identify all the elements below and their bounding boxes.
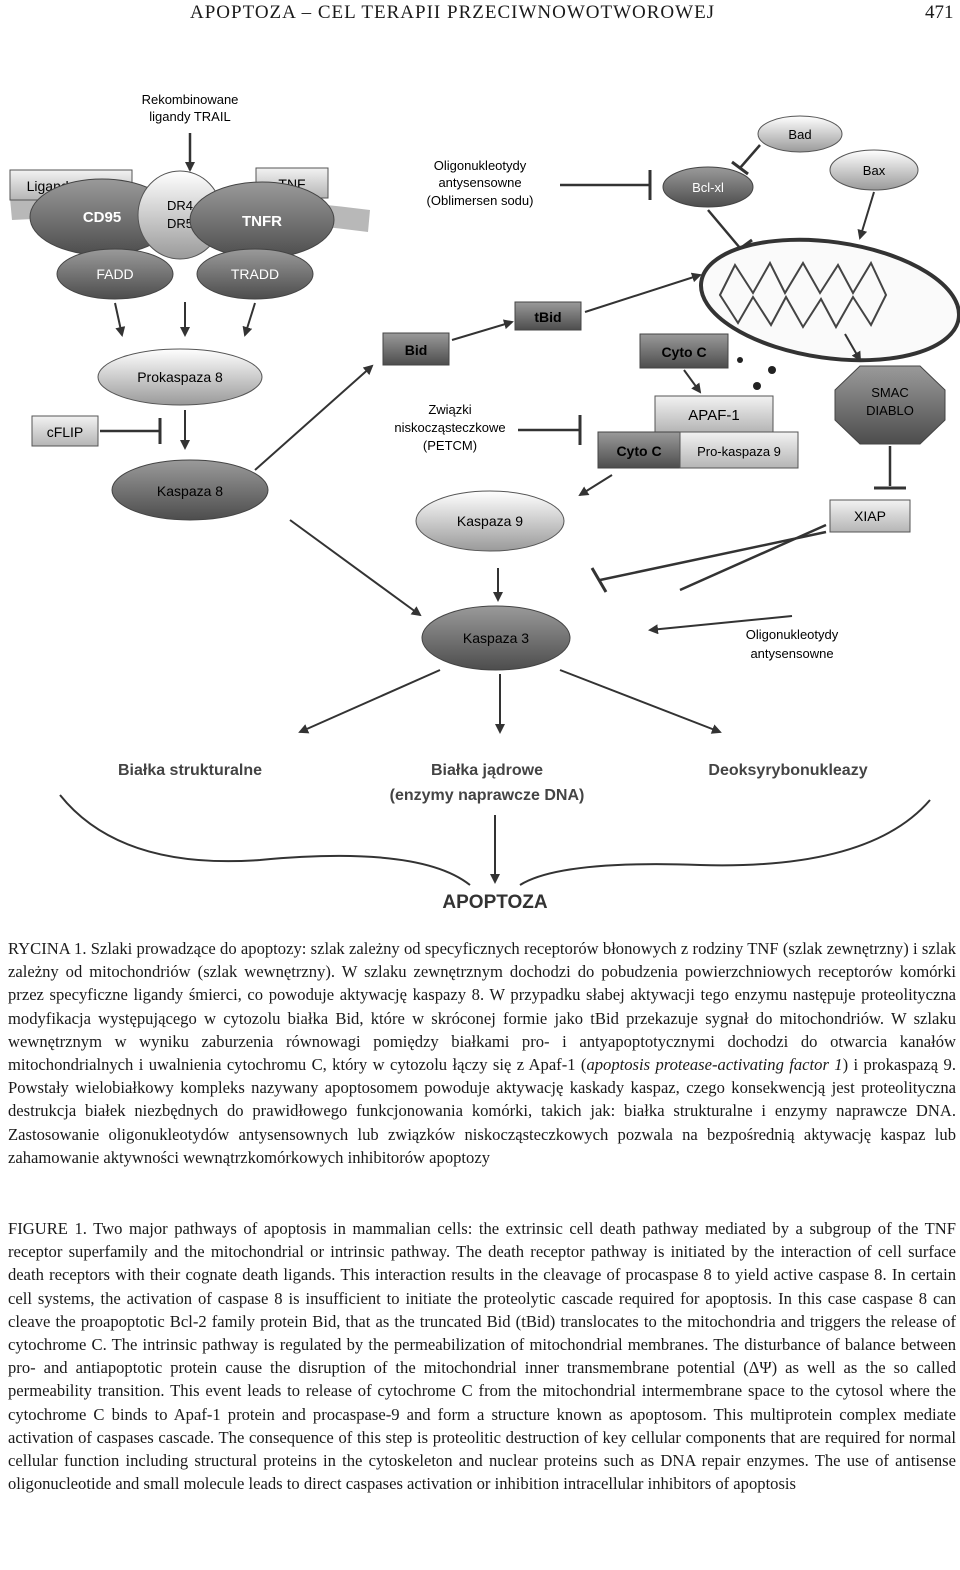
kaspaza9-node — [415, 490, 565, 552]
apoptosis-curve-left — [59, 794, 471, 886]
oligo2-line2: antysensowne — [750, 646, 833, 661]
oligo2-arrow — [648, 615, 793, 635]
smac-diablo-node — [834, 365, 946, 445]
smac-arrow — [844, 333, 861, 362]
oligo1-line2: antysensowne — [438, 175, 521, 190]
petcm-line1: Związki — [428, 402, 471, 417]
xiap-inhibit-line-casp9 — [679, 523, 827, 592]
tradd-label: TRADD — [231, 266, 279, 282]
caption-english: FIGURE 1. Two major pathways of apoptosi… — [8, 1217, 956, 1495]
cytoc-release-dot — [768, 366, 776, 374]
running-title: APOPTOZA – CEL TERAPII PRZECIWNOWOTWOROW… — [190, 2, 716, 23]
apaf1-label: APAF-1 — [688, 407, 739, 424]
kaspaza8-label: Kaspaza 8 — [157, 483, 223, 499]
tnfr-label: TNFR — [242, 213, 282, 230]
kaspaza3-label: Kaspaza 3 — [463, 630, 529, 646]
cytoc-release-dot — [753, 382, 761, 390]
kaspaza8-node — [111, 459, 269, 521]
oligo1-line3: (Oblimersen sodu) — [427, 193, 534, 208]
bid-label: Bid — [405, 342, 428, 358]
cytoc-box-top — [639, 333, 729, 369]
caption-pl-italic: apoptosis protease-activating factor 1 — [586, 1055, 843, 1075]
cd95-label: CD95 — [83, 209, 121, 226]
bad-label: Bad — [788, 127, 811, 142]
oligo2-line1: Oligonukleotydy — [746, 627, 839, 642]
kaspaza9-label: Kaspaza 9 — [457, 513, 523, 529]
xiap-inhibit-line-casp3 — [599, 530, 827, 582]
mitochondrial-cristae — [718, 260, 888, 330]
mitochondrion — [699, 237, 960, 363]
bclxl-node — [662, 166, 754, 208]
caption-pl-text-a: Szlaki prowadzące do apoptozy: szlak zal… — [8, 939, 957, 1075]
page-number: 471 — [925, 2, 954, 23]
nuclear-proteins-label: Białka jądrowe — [431, 762, 543, 779]
caption-pl-text-b: ) i prokaspazą 9. Powstały wielobiałkowy… — [8, 1055, 956, 1167]
apoptosis-pathway-figure: Rekombinowane ligandy TRAIL Ligandy CD95… — [0, 70, 960, 930]
dr4-label: DR4 — [167, 198, 193, 213]
prokaspaza9-box — [679, 431, 799, 469]
cytoc-release-dot — [737, 357, 743, 363]
tradd-adaptor — [196, 248, 314, 300]
tbid-box — [514, 301, 582, 331]
kaspaza3-node — [421, 605, 571, 671]
fadd-arrow — [114, 302, 126, 337]
bax-label: Bax — [863, 163, 886, 178]
cytoc-arrow — [683, 369, 702, 394]
casp8-to-bid-arrow — [254, 364, 374, 471]
oligo1-line1: Oligonukleotydy — [434, 158, 527, 173]
cflip-label: cFLIP — [47, 424, 84, 440]
apoptosome-to-casp9-arrow — [578, 474, 613, 497]
xiap-box — [829, 499, 911, 533]
bid-to-tbid-arrow — [451, 319, 514, 341]
fadd-adaptor — [56, 248, 174, 300]
casp3-to-structural-arrow — [298, 669, 441, 734]
bid-box — [382, 332, 450, 366]
fadd-label: FADD — [96, 266, 133, 282]
bclxl-label: Bcl-xl — [692, 180, 724, 195]
bclxl-inhibit-line — [707, 209, 741, 249]
cytoc-label-top: Cyto C — [661, 344, 706, 360]
casp3-to-dnase-arrow — [559, 669, 722, 734]
smac-label: SMAC — [871, 385, 909, 400]
trail-label-line2: ligandy TRAIL — [149, 109, 230, 124]
caption-pl-lead: RYCINA 1. — [8, 939, 87, 958]
tbid-to-mito-arrow — [584, 272, 702, 313]
bax-node — [829, 149, 919, 191]
pathway-diagram: Rekombinowane ligandy TRAIL Ligandy CD95… — [9, 92, 960, 913]
page-header: APOPTOZA – CEL TERAPII PRZECIWNOWOTWOROW… — [0, 0, 960, 28]
caption-en-text: Two major pathways of apoptosis in mamma… — [8, 1219, 956, 1494]
trail-label-line1: Rekombinowane — [142, 92, 239, 107]
prokaspaza8-node — [97, 348, 263, 406]
cytoc-label-complex: Cyto C — [616, 443, 661, 459]
petcm-line2: niskocząsteczkowe — [394, 420, 505, 435]
prokaspaza8-label: Prokaspaza 8 — [137, 369, 223, 385]
bad-node — [757, 115, 843, 153]
deoxyribonucleases-label: Deoksyrybonukleazy — [708, 762, 867, 779]
bad-inhibit-line — [739, 144, 761, 169]
apoptoza-label: APOPTOZA — [442, 892, 547, 913]
dna-repair-label: (enzymy naprawcze DNA) — [390, 787, 585, 804]
cytoc-box-complex — [597, 431, 681, 469]
tbid-label: tBid — [534, 309, 561, 325]
bad-inhibit-bar — [731, 160, 749, 176]
casp8-to-casp3-arrow — [289, 519, 422, 617]
dr5-label: DR5 — [167, 216, 193, 231]
bax-arrow — [857, 191, 875, 240]
apoptosis-curve-right — [519, 799, 931, 886]
diablo-label: DIABLO — [866, 403, 914, 418]
tradd-arrow — [242, 302, 256, 337]
caption-polish: RYCINA 1. Szlaki prowadzące do apoptozy:… — [8, 937, 956, 1169]
prokaspaza9-label: Pro-kaspaza 9 — [697, 444, 781, 459]
xiap-label: XIAP — [854, 508, 886, 524]
petcm-line3: (PETCM) — [423, 438, 477, 453]
cflip-box — [31, 415, 99, 447]
xiap-inhibit-bar — [590, 567, 608, 593]
structural-proteins-label: Białka strukturalne — [118, 762, 262, 779]
caption-en-lead: FIGURE 1. — [8, 1219, 87, 1238]
